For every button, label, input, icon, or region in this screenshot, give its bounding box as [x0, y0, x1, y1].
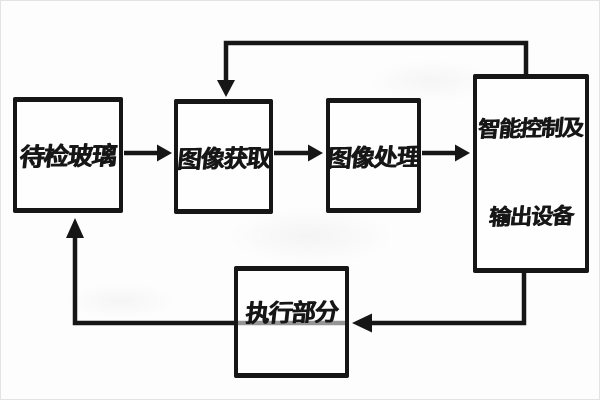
node-execution-label: 执行部分	[243, 298, 339, 328]
arrow-feedback-control-to-acquisition	[217, 40, 529, 97]
node-image-acquisition: 图像获取	[174, 99, 273, 214]
node-intelligent-control-label-line2: 输出设备	[487, 203, 575, 231]
node-image-acquisition-label: 图像获取	[175, 144, 271, 174]
arrow-processing-to-control	[422, 144, 470, 162]
node-glass: 待检玻璃	[13, 97, 123, 213]
node-execution: 执行部分	[234, 266, 349, 378]
node-intelligent-control: 智能控制及 输出设备	[473, 74, 589, 273]
arrow-glass-to-acquisition	[124, 144, 172, 162]
node-image-processing-label: 图像处理	[325, 143, 421, 173]
arrow-control-to-execution	[352, 272, 527, 333]
arrow-acquisition-to-processing	[274, 144, 323, 162]
node-glass-label: 待检玻璃	[18, 141, 118, 172]
node-image-processing: 图像处理	[326, 98, 421, 213]
node-intelligent-control-label-line1: 智能控制及	[477, 115, 585, 143]
